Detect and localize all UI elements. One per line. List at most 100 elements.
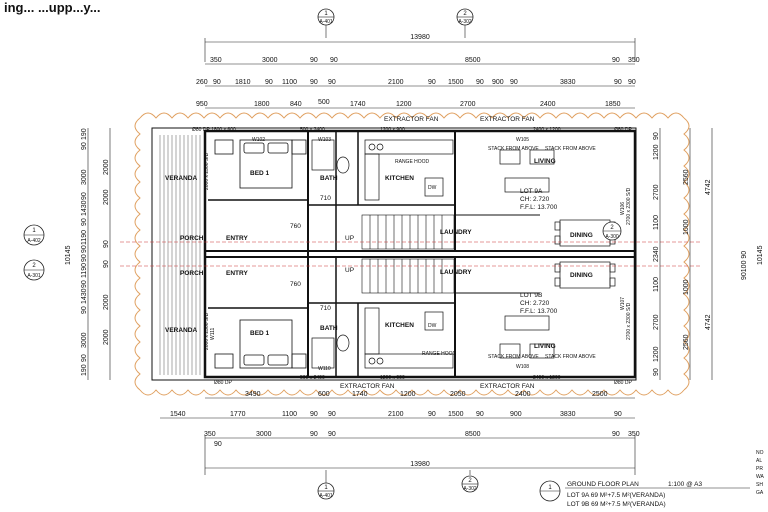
svg-text:1190: 1190 [81,263,88,278]
svg-text:2: 2 [32,263,36,269]
section-bubble-bottom-left[interactable]: 1 A-401 [317,470,335,500]
svg-text:1100: 1100 [653,277,660,292]
left-dims: 190 90 3000 90 1430 90 1190 90 90 1190 9… [65,128,110,376]
svg-text:EXTRACTOR FAN: EXTRACTOR FAN [480,383,535,390]
svg-text:2340: 2340 [653,246,660,262]
svg-text:1850: 1850 [605,101,621,108]
svg-text:90: 90 [103,260,110,268]
top-dimensions [204,38,636,109]
svg-text:LAUNDRY: LAUNDRY [440,229,472,236]
svg-text:1100: 1100 [653,215,660,230]
svg-text:W108: W108 [516,364,529,370]
svg-text:500 x 2400: 500 x 2400 [300,375,325,381]
section-bubble-left-lower[interactable]: 2 A-301 [23,259,45,281]
window-w106-label: W106 [620,202,626,215]
svg-text:260: 260 [196,79,208,86]
svg-text:A-302: A-302 [463,486,477,492]
left-door-top: 2000 x 2300 S/D [204,152,210,190]
svg-text:1000: 1000 [683,279,690,295]
top-row4-dims: 950 1800 840 500 1740 1200 2700 2400 185… [196,99,621,108]
svg-text:350: 350 [210,57,222,64]
svg-text:760: 760 [290,281,301,288]
svg-text:Ø80 DP: Ø80 DP [614,127,632,133]
top-row3-dims: 260 90 1810 90 1100 90 90 2100 90 1500 9… [196,79,636,86]
svg-text:1770: 1770 [230,411,246,418]
svg-text:1500: 1500 [448,411,464,418]
room-labels: EXTRACTOR FAN EXTRACTOR FAN Ø80 DP 1800 … [165,116,632,390]
svg-text:2700: 2700 [653,314,660,330]
grid-lines [120,241,700,267]
sliding-door-bottom: 2700 x 2300 S/D [626,302,632,340]
svg-text:8500: 8500 [465,57,481,64]
svg-text:BED 1: BED 1 [250,170,270,177]
top-row2-dims: 350 3000 90 90 8500 90 350 [210,57,640,64]
bed-bottom [214,319,307,369]
bottom-row1-dims: 3490 600 1740 1200 2050 2400 2500 [245,391,608,398]
svg-text:NO: NO [756,450,764,456]
svg-text:KITCHEN: KITCHEN [385,175,414,182]
svg-text:2000: 2000 [103,329,110,345]
bottom-overall-dim: 13980 [410,461,430,468]
svg-text:A-301: A-301 [27,273,41,279]
svg-text:UP: UP [345,267,354,274]
svg-text:350: 350 [628,57,640,64]
section-bubble-bottom-right[interactable]: 2 A-302 [461,470,479,493]
svg-text:1800: 1800 [254,101,270,108]
svg-text:DW: DW [428,323,437,329]
svg-text:710: 710 [320,195,331,202]
svg-text:1100: 1100 [282,411,297,418]
svg-text:1430: 1430 [81,200,88,216]
svg-text:600: 600 [318,391,330,398]
svg-text:SH: SH [756,482,763,488]
section-bubble-top-left[interactable]: 1 A-401 [317,8,335,38]
svg-text:90: 90 [81,354,88,362]
svg-text:Ø80 DP: Ø80 DP [214,380,232,386]
window-w107-label: W107 [620,297,626,310]
svg-text:STACK FROM ABOVE: STACK FROM ABOVE [488,146,539,152]
svg-text:3000: 3000 [256,431,272,438]
svg-text:4742: 4742 [705,314,712,330]
right-dimension-lines [659,128,713,380]
svg-text:2400 x 1200: 2400 x 1200 [533,375,561,381]
svg-text:90: 90 [628,79,636,86]
svg-text:1200: 1200 [653,346,660,362]
right-overall-dim: 10145 [757,245,764,265]
svg-text:90: 90 [81,245,88,253]
plan-title: GROUND FLOOR PLAN [567,481,639,488]
right-total-dim: 90100 90 [741,251,748,280]
svg-text:2560: 2560 [683,334,690,350]
svg-text:BATH: BATH [320,325,338,332]
svg-text:W105: W105 [516,137,529,143]
bath-fixtures [311,139,350,369]
svg-text:2700: 2700 [653,184,660,200]
svg-text:1100: 1100 [282,79,297,86]
svg-text:RANGE HOOD: RANGE HOOD [395,159,430,165]
svg-text:KITCHEN: KITCHEN [385,322,414,329]
svg-text:90: 90 [81,142,88,150]
svg-text:PORCH: PORCH [180,270,204,277]
lot9a-area: LOT 9A 69 M²+7.5 M²(VERANDA) [567,492,665,499]
svg-text:Ø80 DP 1800 x 600: Ø80 DP 1800 x 600 [192,127,236,133]
bed-top [214,139,307,189]
left-door-bottom: 2000 x 2300 S/D [204,312,210,350]
section-bubble-right[interactable]: 2 A-300 [602,221,622,241]
svg-text:90: 90 [614,79,622,86]
top-overall-dim: 13980 [410,34,430,41]
svg-text:90: 90 [476,79,484,86]
svg-text:1200: 1200 [400,391,416,398]
svg-text:DINING: DINING [570,232,593,239]
svg-text:90: 90 [476,411,484,418]
svg-text:UP: UP [345,235,354,242]
living-furniture [499,149,616,359]
section-bubble-top-right[interactable]: 2 A-302 [456,8,474,38]
svg-text:EXTRACTOR FAN: EXTRACTOR FAN [340,383,395,390]
section-bubble-left-upper[interactable]: 1 A-402 [23,224,45,246]
svg-text:1200: 1200 [653,144,660,160]
svg-text:3830: 3830 [560,411,576,418]
svg-text:90: 90 [81,280,88,288]
svg-text:A-401: A-401 [319,19,333,25]
svg-text:3000: 3000 [262,57,278,64]
svg-text:1540: 1540 [170,411,186,418]
svg-text:1740: 1740 [352,391,368,398]
svg-text:W110: W110 [318,366,331,372]
